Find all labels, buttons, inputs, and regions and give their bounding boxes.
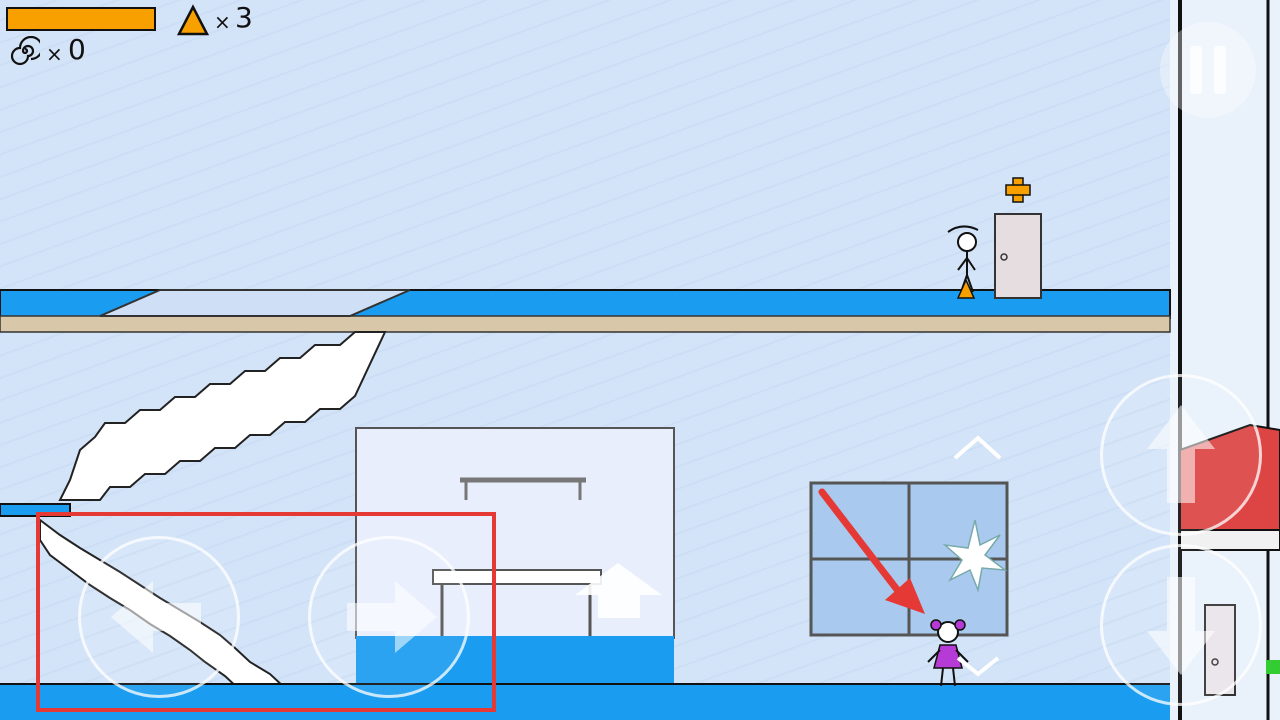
arrow-up-icon	[1147, 405, 1215, 503]
up-arrow-graphic	[575, 563, 662, 618]
medic-door[interactable]	[994, 213, 1042, 299]
grass-patch	[1266, 660, 1280, 674]
stick-girl-icon	[927, 619, 969, 687]
arrow-down-icon	[1147, 577, 1215, 675]
cone-icon	[176, 4, 210, 36]
lives-count: 3	[235, 1, 253, 34]
stickman-icon	[947, 225, 979, 293]
plus-icon	[1005, 177, 1031, 203]
chevron-up-icon	[953, 435, 1002, 460]
spiral-count: 0	[68, 33, 86, 66]
crouch-button[interactable]	[1100, 544, 1262, 706]
pause-button[interactable]	[1160, 22, 1256, 118]
cone-pickup-icon	[956, 278, 976, 299]
ground-floor	[0, 684, 1170, 720]
stair-opening	[99, 289, 411, 317]
highlight-box	[36, 512, 496, 712]
arrow-right-icon	[347, 581, 437, 653]
jump-button[interactable]	[1100, 374, 1262, 536]
health-bar-fill	[8, 9, 154, 29]
chevron-down-icon	[956, 656, 1000, 677]
crack-icon	[942, 519, 1008, 593]
hint-arrow-icon	[818, 488, 925, 614]
pause-icon	[1190, 46, 1226, 94]
arrow-left-icon	[111, 581, 201, 653]
health-bar	[6, 7, 156, 31]
lives-multiplier: ×	[214, 10, 231, 34]
move-left-button[interactable]	[78, 536, 240, 698]
spiral-multiplier: ×	[46, 42, 63, 66]
spiral-icon	[10, 36, 40, 66]
upper-floor-beam	[0, 315, 1171, 333]
move-right-button[interactable]	[308, 536, 470, 698]
